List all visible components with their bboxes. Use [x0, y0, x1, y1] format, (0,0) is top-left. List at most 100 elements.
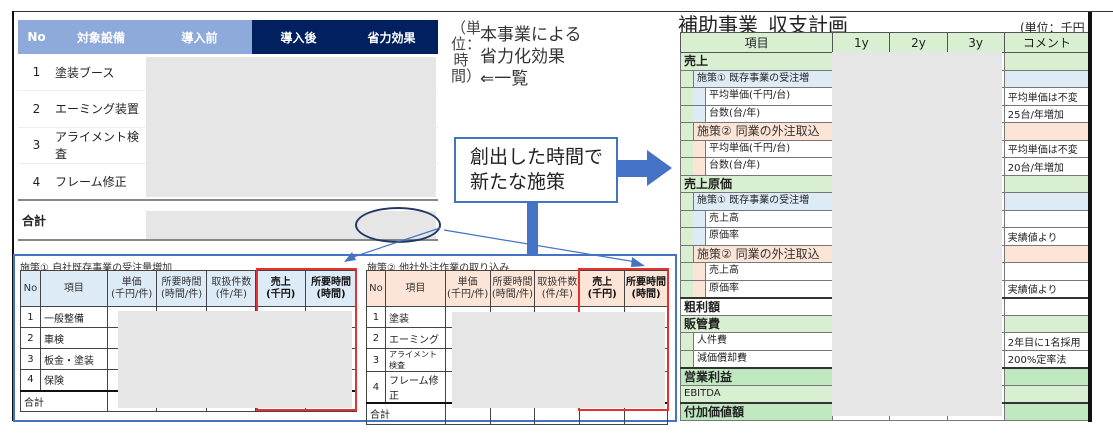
header-line: (千円/件) [111, 288, 153, 300]
label-text: EBITDA [681, 385, 832, 402]
column-header: 3y [946, 32, 1005, 53]
label-wrap: 売上原価 [681, 175, 832, 192]
arrowhead-right-icon [631, 257, 645, 267]
header-line: (千円) [266, 288, 296, 300]
label-wrap: 減価償却費 [681, 350, 832, 367]
note-line: ⇐一覧 [480, 69, 529, 89]
column-header: 1y [832, 32, 891, 53]
label-text: 施策① 既存事業の受注増 [693, 193, 832, 210]
comment-cell [1003, 174, 1091, 193]
indent-strip [681, 263, 693, 280]
indent-strip [681, 350, 693, 367]
column-header: 所要時間(時間/件) [155, 270, 208, 307]
comment-cell [1003, 244, 1091, 263]
label-wrap: 人件費 [681, 333, 832, 350]
item-name: エーミング [384, 327, 446, 349]
comment-cell: 実績値より [1003, 279, 1091, 298]
plan-row-label: 原価率 [679, 279, 834, 298]
header-line: (時間) [316, 288, 346, 300]
arrow-line-right [443, 229, 637, 263]
header-line: (時間/件) [160, 288, 203, 300]
column-header: 項目 [39, 270, 108, 307]
row-no: 2 [20, 327, 41, 349]
indent-strip [693, 88, 705, 105]
indent-strip [681, 88, 693, 105]
item-name: 板金・塗装 [39, 348, 108, 370]
column-header: コメント [1003, 32, 1091, 53]
label-text: 売上高 [705, 263, 832, 280]
header-line: 取扱件数 [211, 276, 252, 288]
comment-cell [1003, 209, 1091, 228]
row-no: 2 [18, 90, 55, 128]
header-line: 売上 [270, 276, 291, 288]
plan-row-label: 施策② 同業の外注取込 [679, 244, 834, 263]
column-header: No [366, 270, 386, 307]
column-header: 導入後 [252, 20, 345, 54]
equipment-name: 塗装ブース [55, 54, 147, 91]
label-text: 販管費 [681, 315, 832, 332]
plan-row-label: 販管費 [679, 314, 834, 333]
header-line: (件/年) [541, 288, 573, 300]
comment-cell [1003, 52, 1091, 71]
comment-cell [1003, 401, 1091, 421]
indent-strip [681, 105, 693, 122]
header-line: (件/年) [215, 288, 247, 300]
column-header: 対象設備 [55, 20, 147, 54]
indent-strip [693, 105, 705, 122]
frame-top-border [12, 11, 1113, 12]
column-header: No [20, 270, 41, 307]
indent-strip [681, 280, 693, 297]
label-wrap: 施策① 既存事業の受注増 [681, 193, 832, 210]
header-line: (千円) [587, 288, 617, 300]
header-line: No [23, 282, 38, 294]
plan-row-label: 売上原価 [679, 174, 834, 193]
callout-line: 創出した時間で [470, 146, 604, 168]
measure1-title: 施策① 自社既存事業の受注量増加 [20, 263, 173, 274]
indent-strip [681, 123, 693, 140]
column-header: 単価(千円/件) [106, 270, 157, 307]
label-wrap: 原価率 [681, 280, 832, 297]
label-wrap: 粗利額 [681, 299, 832, 315]
comment-cell [1003, 296, 1091, 316]
comment-cell [1003, 262, 1091, 281]
row-no: 3 [20, 348, 41, 370]
header-line: 所要時間 [626, 276, 667, 288]
label-wrap: 売上高 [681, 263, 832, 280]
comment-cell [1003, 69, 1091, 88]
comment-cell: 200%定率法 [1003, 349, 1091, 368]
plan-row-label: 粗利額 [679, 296, 834, 316]
label-wrap: 施策② 同業の外注取込 [681, 245, 832, 262]
plan-row-label: 施策② 同業の外注取込 [679, 122, 834, 141]
row-no: 2 [366, 327, 386, 349]
header-line: No [369, 282, 383, 294]
label-text: 施策② 同業の外注取込 [693, 123, 832, 140]
item-name: 保険 [39, 369, 108, 391]
note-line: 省力化効果 [480, 47, 565, 67]
plan-row-label: 売上高 [679, 209, 834, 228]
right-arrow-icon [618, 160, 648, 177]
label-wrap: 販管費 [681, 315, 832, 332]
label-text: 付加価値額 [681, 404, 832, 420]
label-wrap: 売上 [681, 53, 832, 70]
label-wrap: 施策② 同業の外注取込 [681, 123, 832, 140]
row-no: 4 [18, 163, 55, 201]
indent-strip [681, 70, 693, 87]
indent-strip [693, 228, 705, 245]
plan-row-label: 台数(台/年) [679, 104, 834, 123]
column-header: 単価(千円/件) [444, 270, 491, 307]
plan-row-label: 原価率 [679, 227, 834, 246]
label-text: 施策① 既存事業の受注増 [693, 70, 832, 87]
comment-cell: 20台/年増加 [1003, 157, 1091, 176]
label-text: 営業利益 [681, 369, 832, 385]
comment-cell: 平均単価は不変 [1003, 139, 1091, 158]
row-no: 4 [20, 369, 41, 391]
note-line: 本事業による [480, 25, 582, 45]
header-line: 所要時間 [161, 276, 202, 288]
column-header: 取扱件数(件/年) [206, 270, 257, 307]
item-name: フレーム修正 [384, 371, 446, 404]
equipment-name: フレーム修正 [55, 163, 147, 201]
column-header: 売上(千円) [255, 270, 307, 307]
label-text: 原価率 [705, 228, 832, 245]
column-header: 2y [889, 32, 948, 53]
